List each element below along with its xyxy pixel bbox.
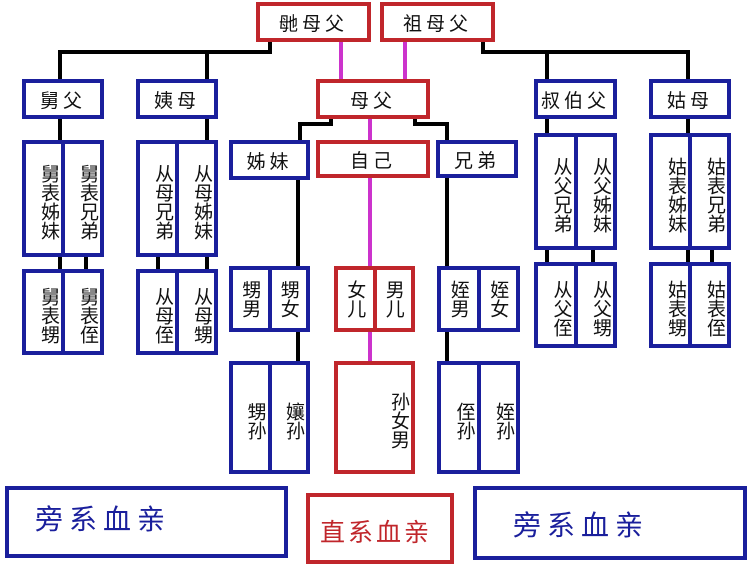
cousin-label: 从父姊妹 — [573, 137, 614, 246]
relative-label: 孃孙 — [267, 365, 307, 470]
relative-label: 孙女男 — [388, 392, 410, 449]
node-parents: 母父 — [316, 79, 430, 119]
relative-label: 舅表侄 — [61, 273, 100, 351]
relative-label: 姪男 — [447, 280, 470, 318]
cousin-label: 舅表姊妹 — [38, 163, 60, 240]
node-self: 自己 — [316, 140, 430, 178]
node-jiu-biao-cousins: 舅表姊妹 舅表兄弟 — [22, 140, 104, 257]
node-brother-grandchildren: 侄孙 姪孙 — [437, 361, 520, 474]
node-own-grandchildren: 孙女男 — [334, 361, 415, 474]
node-cong-fu-children: 从父侄 从父甥 — [534, 262, 617, 348]
node-cong-mu-children: 从母侄 从母甥 — [136, 269, 218, 355]
relative-label: 从父甥 — [573, 266, 614, 344]
node-own-children: 女儿 男儿 — [334, 266, 415, 332]
relative-label: 姪孙 — [476, 365, 517, 470]
legend-collateral-left: 旁系血亲 — [5, 486, 288, 558]
link-paternal-aunt — [481, 42, 690, 80]
node-sister-grandchildren: 甥孙 孃孙 — [229, 361, 310, 474]
relative-label: 侄孙 — [453, 401, 476, 440]
node-paternal-uncle: 叔伯父 — [534, 79, 617, 119]
node-maternal-grandparents: 毑母父 — [256, 2, 371, 42]
cousin-label: 从母姊妹 — [175, 144, 214, 253]
link-maternal-uncle — [58, 42, 272, 80]
cousin-label: 舅表兄弟 — [61, 144, 100, 253]
cousin-label: 姑表兄弟 — [688, 137, 727, 246]
relative-label: 从母侄 — [152, 286, 174, 344]
relative-label: 甥男 — [239, 280, 262, 318]
relative-label: 甥孙 — [244, 401, 267, 440]
node-paternal-grandparents: 祖母父 — [380, 2, 495, 42]
node-sisters: 姊妹 — [229, 140, 310, 180]
node-cong-fu-cousins: 从父兄弟 从父姊妹 — [534, 133, 617, 250]
relative-label: 女儿 — [344, 280, 367, 318]
node-brother-children: 姪男 姪女 — [437, 266, 520, 332]
relative-label: 舅表甥 — [38, 286, 60, 344]
node-gu-biao-cousins: 姑表姊妹 姑表兄弟 — [649, 133, 731, 250]
relative-label: 姑表侄 — [688, 266, 727, 344]
node-sister-children: 甥男 甥女 — [229, 266, 310, 332]
cousin-label: 姑表姊妹 — [665, 156, 687, 233]
relative-label: 姑表甥 — [665, 279, 687, 337]
node-maternal-uncle: 舅父 — [22, 79, 104, 119]
node-brothers: 兄弟 — [436, 140, 518, 178]
relative-label: 从父侄 — [550, 279, 573, 337]
legend-lineal: 直系血亲 — [306, 493, 454, 564]
node-maternal-aunt: 姨母 — [136, 79, 218, 119]
legend-collateral-right: 旁系血亲 — [473, 486, 747, 560]
relative-label: 甥女 — [267, 270, 307, 328]
node-cong-mu-cousins: 从母兄弟 从母姊妹 — [136, 140, 218, 257]
cousin-label: 从母兄弟 — [152, 163, 174, 240]
relative-label: 从母甥 — [175, 273, 214, 351]
node-gu-biao-children: 姑表甥 姑表侄 — [649, 262, 731, 348]
node-jiu-biao-children: 舅表甥 舅表侄 — [22, 269, 104, 355]
relative-label: 男儿 — [372, 270, 412, 328]
relative-label: 姪女 — [476, 270, 517, 328]
node-paternal-aunt: 姑母 — [649, 79, 731, 119]
cousin-label: 从父兄弟 — [550, 156, 573, 233]
